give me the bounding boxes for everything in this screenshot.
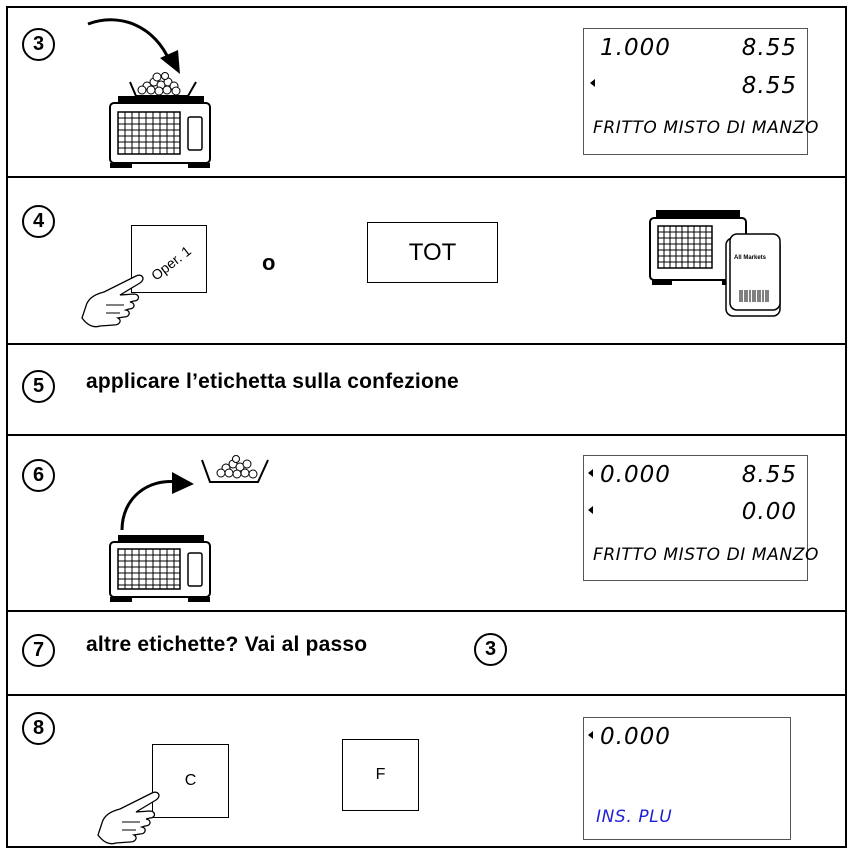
step-number-6: 6	[22, 459, 55, 492]
lcd-message: INS. PLU	[596, 807, 673, 827]
lcd-display-step3: 1.000 8.55 8.55 FRITTO MISTO DI MANZO	[583, 28, 818, 155]
step-number-7: 7	[22, 634, 55, 667]
empty-scale-icon	[109, 535, 211, 602]
step-number-8: 8	[22, 712, 55, 745]
label-card-brand: All Markets	[734, 255, 767, 261]
instruction-table	[6, 6, 847, 848]
lcd-weight: 0.000	[600, 462, 671, 488]
tot-key[interactable]: TOT	[367, 222, 498, 283]
pointing-hand-icon	[81, 274, 144, 328]
lcd-weight: 0.000	[600, 724, 671, 750]
lcd-unit-price: 8.55	[741, 462, 797, 488]
lcd-unit-price: 8.55	[741, 35, 797, 61]
curved-arrow-up-icon	[120, 472, 194, 531]
f-key[interactable]: F	[342, 739, 419, 811]
step-number-4: 4	[22, 205, 55, 238]
food-tray-icon	[201, 455, 269, 483]
lcd-indicator-icon	[588, 469, 593, 477]
step-number-3: 3	[22, 28, 55, 61]
row-divider	[6, 610, 847, 612]
lcd-weight: 1.000	[600, 35, 671, 61]
lcd-indicator-icon	[590, 79, 595, 87]
lcd-total: 8.55	[741, 73, 797, 99]
row-divider	[6, 434, 847, 436]
lcd-product-name: FRITTO MISTO DI MANZO	[593, 545, 819, 565]
lcd-total: 0.00	[741, 499, 797, 525]
step-5-instruction: applicare l’etichetta sulla confezione	[86, 370, 459, 393]
scale-with-label-icon	[649, 210, 781, 317]
curved-arrow-down-icon	[87, 18, 180, 74]
pointing-hand-icon	[97, 791, 160, 845]
lcd-product-name: FRITTO MISTO DI MANZO	[593, 118, 819, 138]
scale-with-food-icon	[109, 72, 211, 168]
oper-1-key[interactable]: Oper. 1	[131, 225, 207, 293]
goto-step-badge: 3	[474, 633, 507, 666]
lcd-indicator-icon	[588, 506, 593, 514]
or-text: o	[262, 250, 276, 275]
lcd-display-step6: 0.000 8.55 0.00 FRITTO MISTO DI MANZO	[583, 455, 818, 581]
row-divider	[6, 694, 847, 696]
lcd-indicator-icon	[588, 731, 593, 739]
row-divider	[6, 176, 847, 178]
c-key[interactable]: C	[152, 744, 229, 818]
row-divider	[6, 343, 847, 345]
lcd-display-step8: 0.000 INS. PLU	[583, 717, 791, 840]
step-7-instruction: altre etichette? Vai al passo	[86, 633, 368, 656]
step-number-5: 5	[22, 370, 55, 403]
